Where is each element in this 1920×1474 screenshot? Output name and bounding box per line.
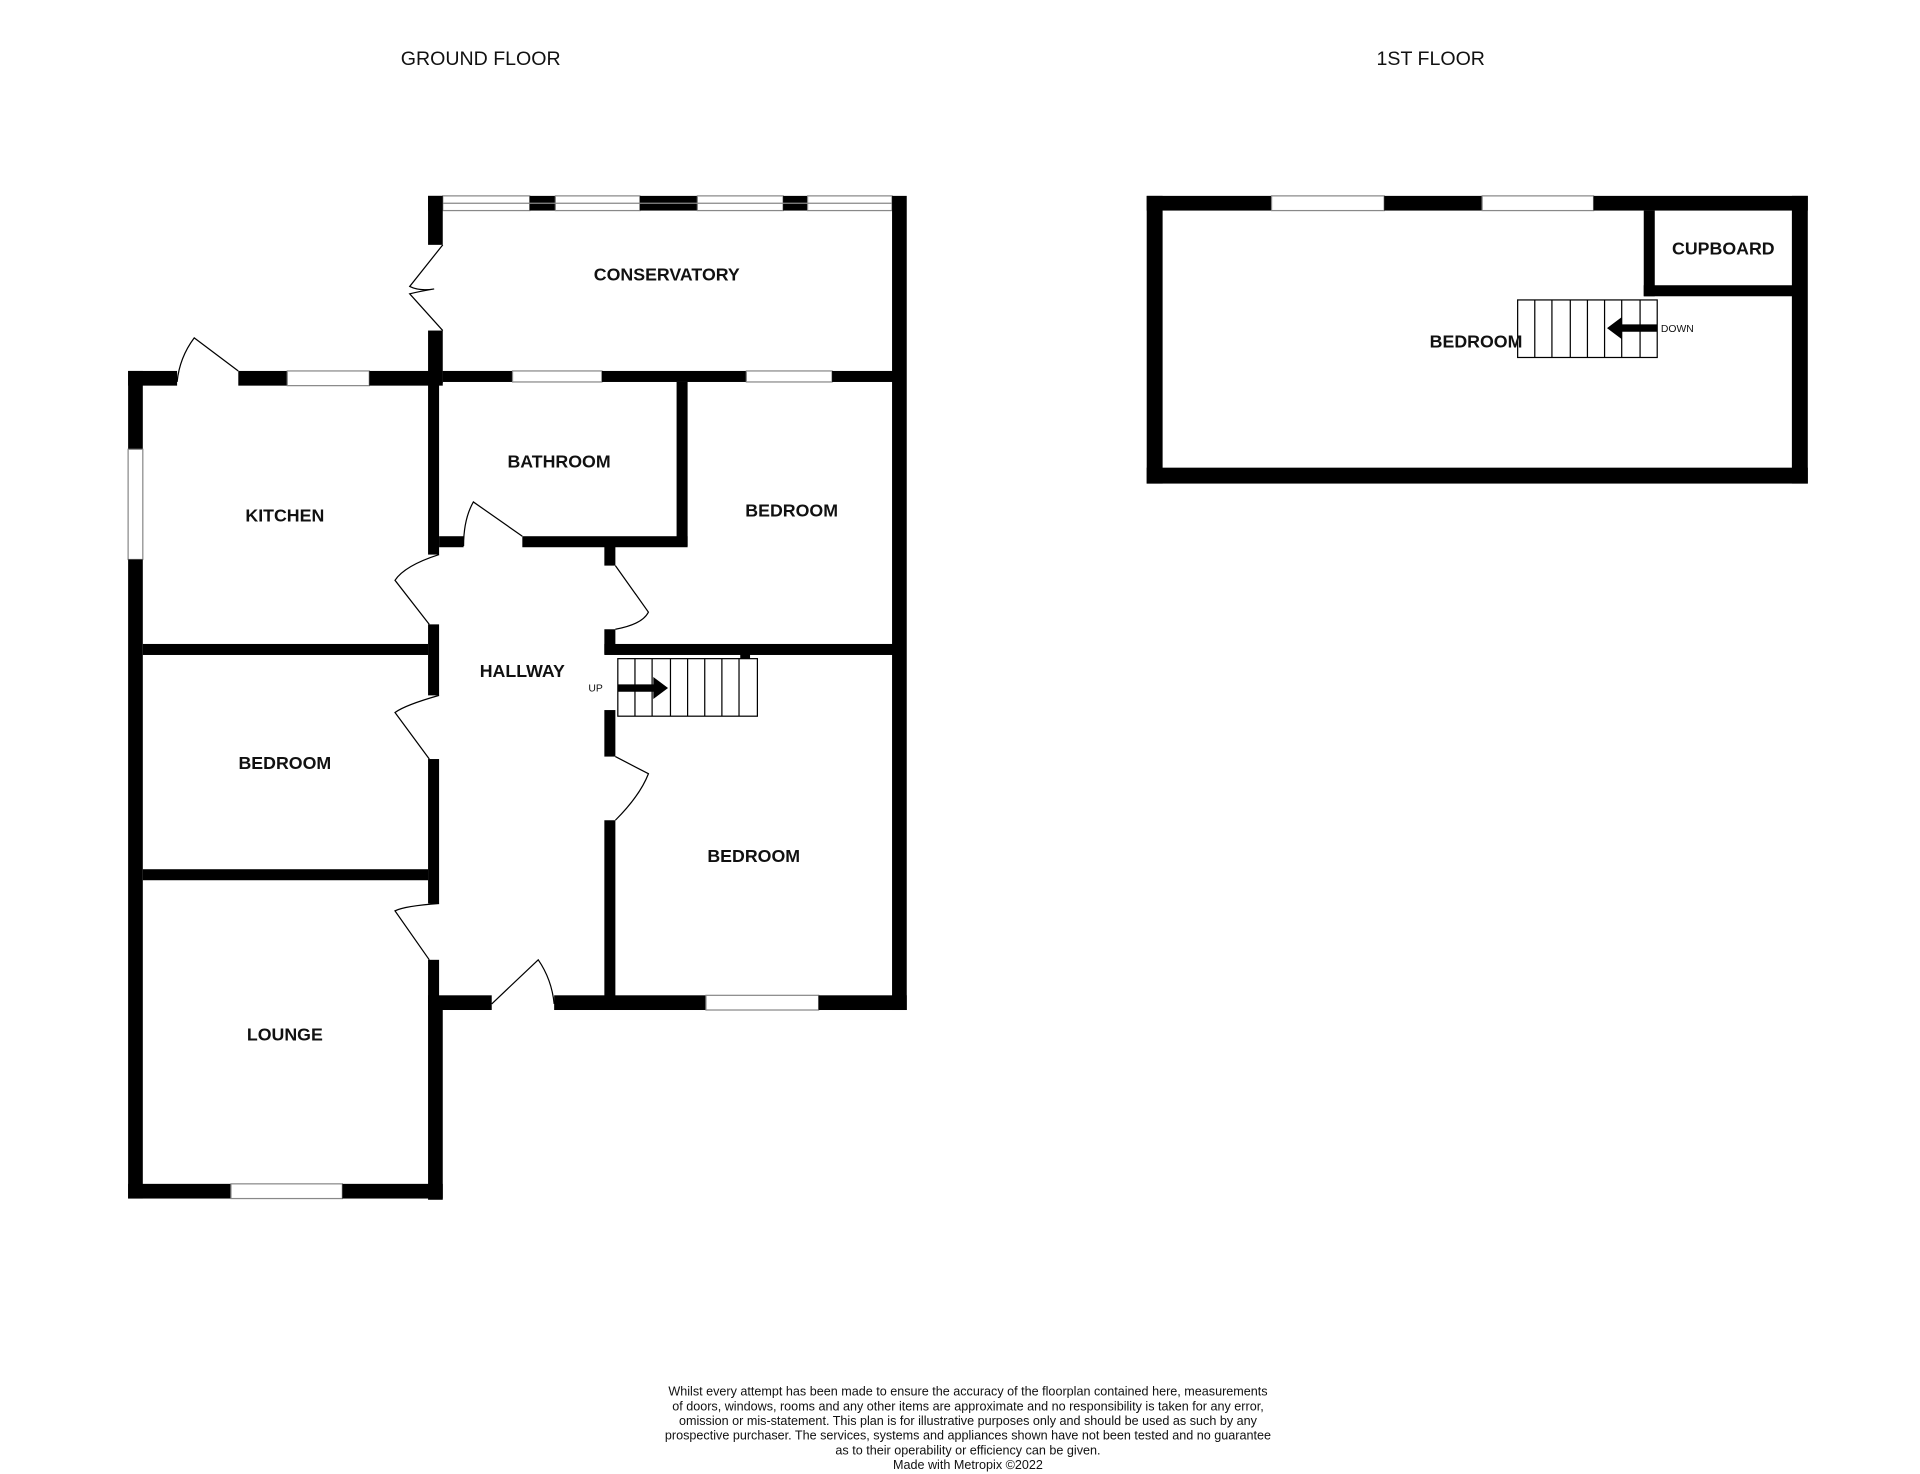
bedroom-door-left (394, 694, 440, 760)
lounge-door (394, 902, 440, 961)
kitchen-back-door (176, 337, 239, 383)
kitchen-door (394, 554, 440, 625)
room-label-bathroom: BATHROOM (507, 452, 610, 472)
french-door (408, 244, 444, 331)
bathroom-door (462, 501, 523, 547)
room-label-hallway: HALLWAY (480, 661, 565, 681)
front-door (491, 958, 555, 1005)
ground-floor-plan: UP CONSERVATORY KITCHEN BATHROOM BEDROOM… (127, 195, 907, 1200)
room-label-conservatory: CONSERVATORY (594, 264, 740, 284)
disclaimer-line: of doors, windows, rooms and any other i… (672, 1399, 1264, 1413)
disclaimer-line: as to their operability or efficiency ca… (835, 1443, 1100, 1457)
bedroom-door-right-upper (614, 565, 650, 630)
arrow-right-icon (617, 677, 669, 700)
disclaimer-line: Whilst every attempt has been made to en… (668, 1385, 1267, 1399)
arrow-left-icon (1607, 317, 1658, 340)
bedroom-door-right-lower (614, 756, 650, 821)
room-label-first-bedroom: BEDROOM (1430, 332, 1523, 352)
room-label-cupboard: CUPBOARD (1672, 239, 1775, 259)
first-floor-plan: DOWN BEDROOM CUPBOARD (1146, 195, 1808, 484)
disclaimer-line: omission or mis-statement. This plan is … (679, 1414, 1258, 1428)
room-label-bedroom-rear: BEDROOM (745, 501, 838, 521)
stairs-up-label: UP (588, 684, 603, 695)
stairs-up (617, 658, 758, 717)
disclaimer-line: prospective purchaser. The services, sys… (665, 1429, 1271, 1443)
room-label-bedroom-left: BEDROOM (238, 753, 331, 773)
room-label-bedroom-front: BEDROOM (707, 846, 800, 866)
ground-floor-title: GROUND FLOOR (401, 48, 561, 70)
first-floor-title: 1ST FLOOR (1377, 48, 1485, 70)
disclaimer-credit: Made with Metropix ©2022 (893, 1458, 1043, 1472)
stairs-down (1517, 299, 1658, 359)
room-label-kitchen: KITCHEN (245, 506, 324, 526)
room-label-lounge: LOUNGE (247, 1025, 323, 1045)
stairs-down-label: DOWN (1661, 324, 1694, 335)
disclaimer: Whilst every attempt has been made to en… (665, 1385, 1271, 1472)
